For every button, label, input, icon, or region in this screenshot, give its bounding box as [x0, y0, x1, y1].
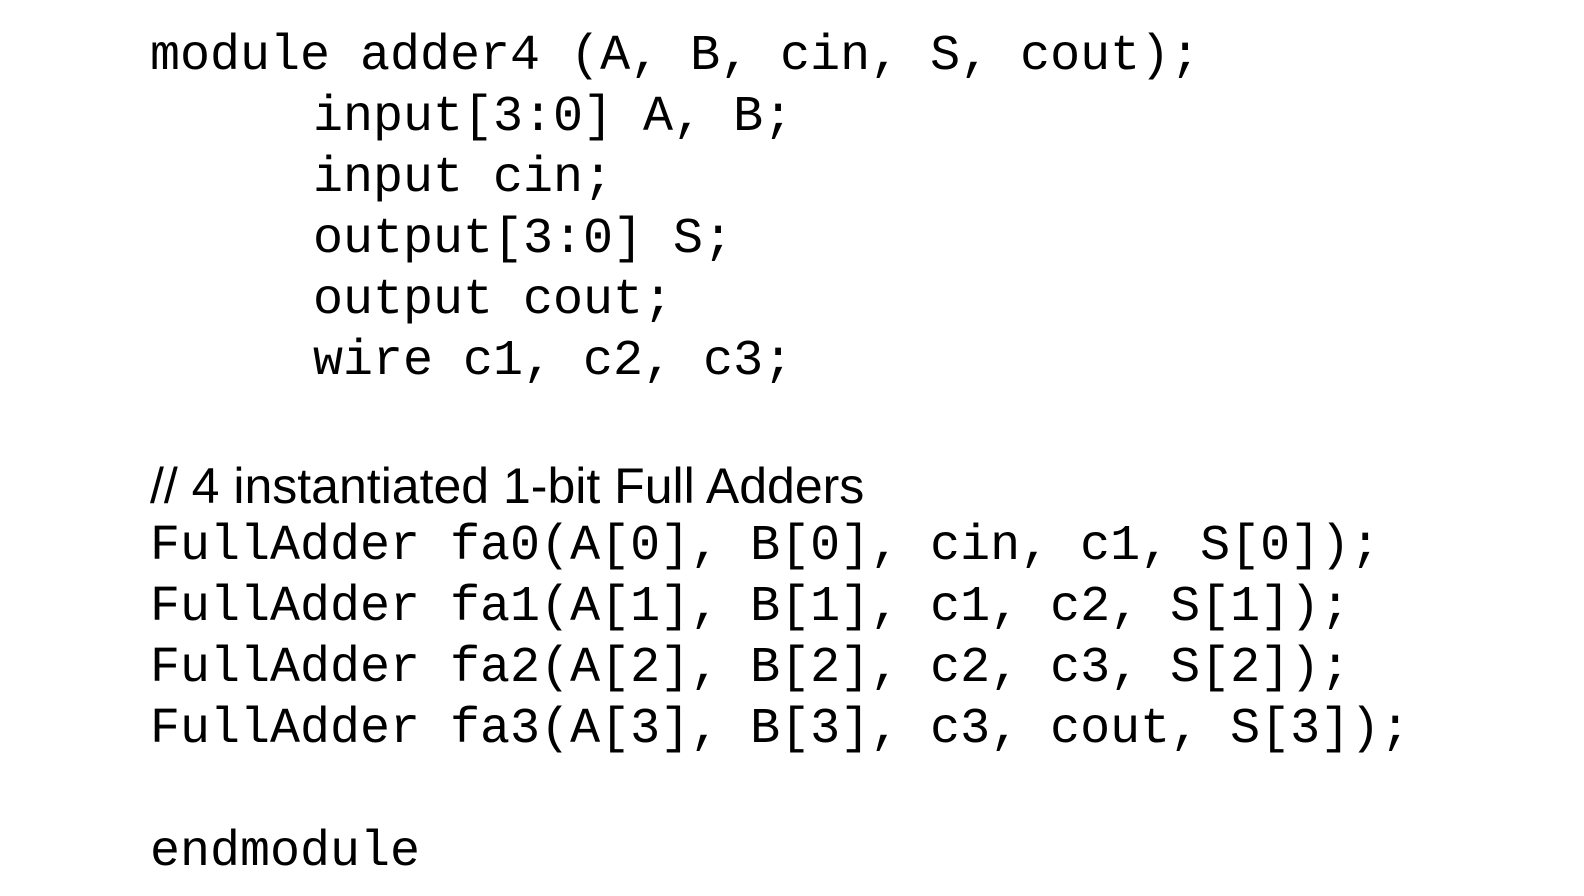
output-cout-declaration: output cout; [313, 272, 674, 329]
full-adder-instance-fa1: FullAdder fa1(A[1], B[1], c1, c2, S[1]); [150, 579, 1351, 636]
endmodule-keyword: endmodule [150, 824, 421, 881]
full-adder-instance-fa2: FullAdder fa2(A[2], B[2], c2, c3, S[2]); [150, 640, 1351, 697]
code-comment: // 4 instantiated 1-bit Full Adders [150, 458, 865, 514]
full-adder-instance-fa3: FullAdder fa3(A[3], B[3], c3, cout, S[3]… [150, 701, 1411, 758]
output-s-declaration: output[3:0] S; [313, 211, 734, 268]
input-cin-declaration: input cin; [313, 150, 614, 207]
full-adder-instance-fa0: FullAdder fa0(A[0], B[0], cin, c1, S[0])… [150, 518, 1381, 575]
input-ab-declaration: input[3:0] A, B; [313, 89, 794, 146]
wire-declaration: wire c1, c2, c3; [313, 333, 794, 390]
module-declaration: module adder4 (A, B, cin, S, cout); [150, 28, 1201, 85]
